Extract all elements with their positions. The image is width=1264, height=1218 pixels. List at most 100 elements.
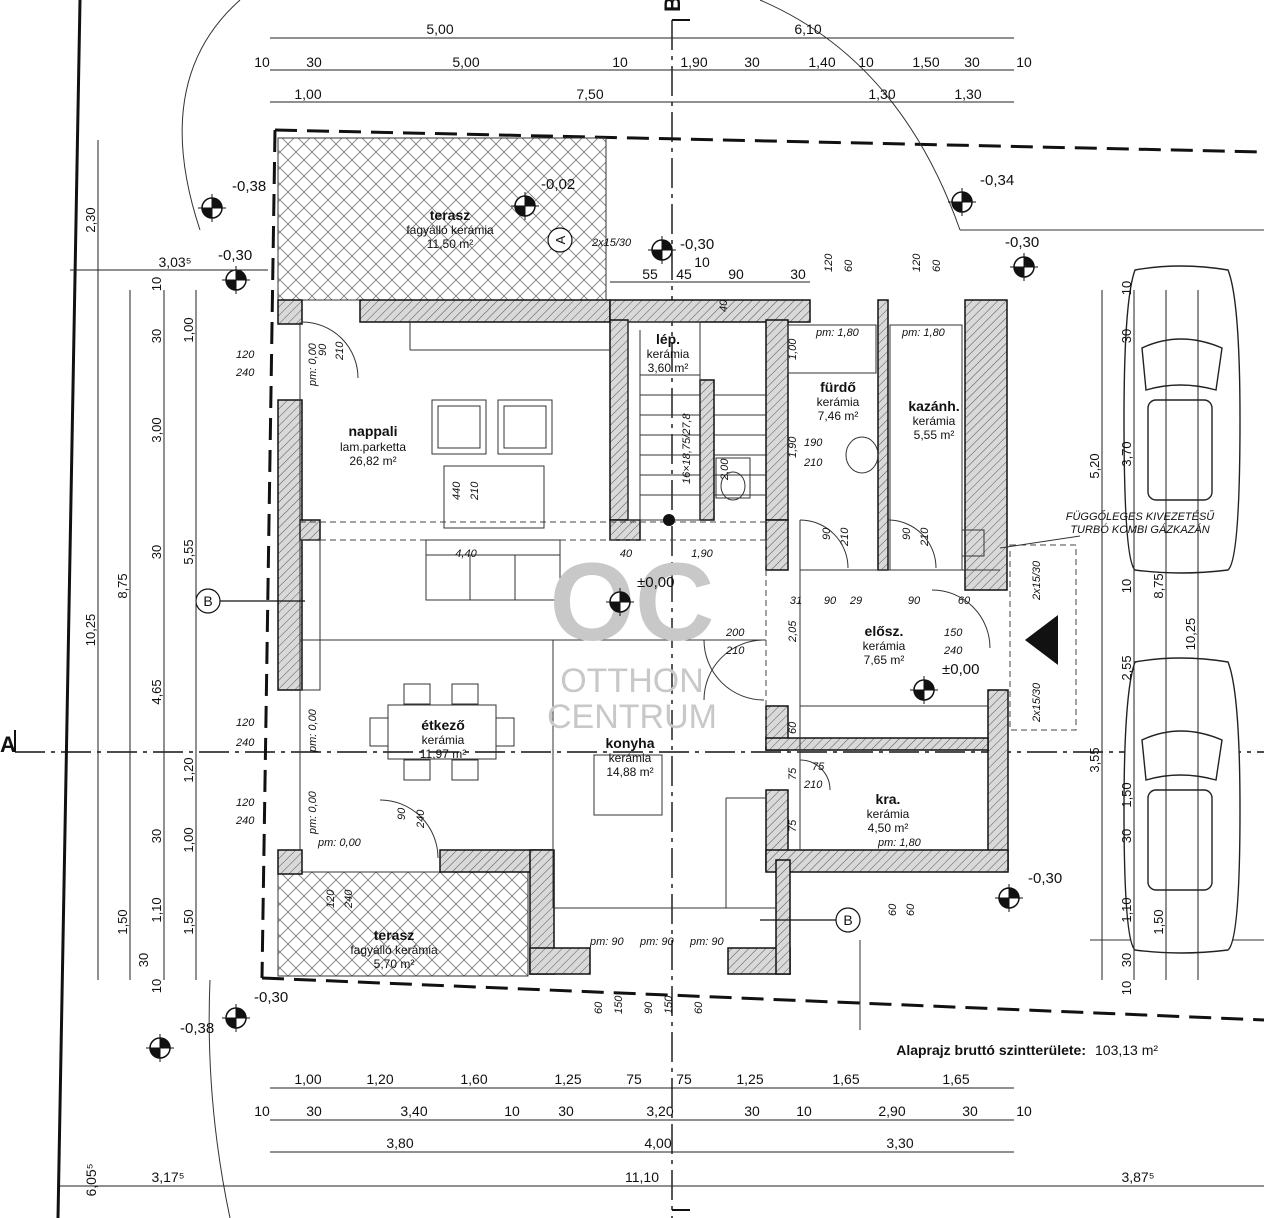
dims-bottom: 1,00 1,20 1,60 1,25 75 75 1,25 1,65 1,65… <box>60 1071 1264 1197</box>
dim-label: 60 <box>958 595 971 607</box>
dim-label: 30 <box>1119 829 1134 843</box>
dim-label: 240 <box>235 367 255 379</box>
dim-label: 10 <box>858 54 874 70</box>
section-axes <box>14 19 1264 1218</box>
pm-label: pm: 0,00 <box>307 342 319 387</box>
dim-label: 1,30 <box>954 86 981 102</box>
room-material: lam.parketta <box>340 440 406 454</box>
stairs <box>627 321 766 526</box>
room-material: kerámia <box>817 395 860 409</box>
dim-label: 1,90 <box>787 436 799 458</box>
level-label: -0,38 <box>180 1020 214 1037</box>
dim-label: 40 <box>718 299 730 312</box>
vent-label: 2x15/30 <box>591 237 632 249</box>
dim-label: 1,00 <box>294 1071 321 1087</box>
room-name: étkező <box>421 717 465 733</box>
pm-label: pm: 0,00 <box>317 837 362 849</box>
dim-label: 10 <box>1016 1103 1032 1119</box>
dim-label: 2,55 <box>1119 655 1134 680</box>
dim-label: 6,10 <box>794 21 821 37</box>
dim-label: 30 <box>149 545 164 559</box>
walls <box>277 299 1009 975</box>
room-area: 7,65 m² <box>864 653 905 667</box>
level-label: -0,34 <box>980 172 1014 189</box>
dim-label: 240 <box>943 645 963 657</box>
dim-label: 30 <box>962 1103 978 1119</box>
dim-label: 1,60 <box>460 1071 487 1087</box>
section-marker-a: A <box>553 235 568 244</box>
pm-label: pm: 1,80 <box>815 327 860 339</box>
dim-label: 4,40 <box>455 548 477 560</box>
vent-label: 2x15/30 <box>1031 560 1043 601</box>
dim-label: 120 <box>325 889 337 908</box>
dim-label: 3,20 <box>646 1103 673 1119</box>
dim-label: 150 <box>613 995 625 1014</box>
dim-label: 6,05⁵ <box>83 1163 99 1196</box>
room-material: kerámia <box>609 751 652 765</box>
dim-label: 10 <box>254 1103 270 1119</box>
dim-label: 75 <box>787 767 799 780</box>
section-marker-a2: A <box>0 732 16 757</box>
dim-label: 10,25 <box>83 614 98 647</box>
level-label: -0,30 <box>254 989 288 1006</box>
dim-label: 4,65 <box>149 679 164 704</box>
dims-top: 5,00 6,10 10 30 5,00 10 1,90 30 1,40 10 … <box>254 21 1032 103</box>
dim-label: 150 <box>944 627 963 639</box>
interior-lines <box>299 322 1077 909</box>
dim-label: 45 <box>676 266 692 282</box>
dim-label: 90 <box>824 595 837 607</box>
room-labels: terasz fagyálló kerámia 11,50 m² nappali… <box>340 207 960 971</box>
area-summary: Alaprajz bruttó szintterülete: 103,13 m² <box>896 1042 1158 1058</box>
dim-label: 8,75 <box>115 573 130 598</box>
dim-label: 150 <box>663 995 675 1014</box>
dim-label: 210 <box>803 457 823 469</box>
dim-label: 5,00 <box>426 21 453 37</box>
dim-label: 30 <box>964 54 980 70</box>
dim-label: 1,10 <box>149 897 164 922</box>
pm-label: pm: 0,00 <box>307 790 319 835</box>
dim-label: 10 <box>1119 579 1134 593</box>
dim-label: 11,10 <box>625 1169 659 1185</box>
dim-label: 10 <box>796 1103 812 1119</box>
interior-dims: 55 45 10 90 30 2x15/30 2x15/30 2x15/30 1… <box>235 237 1043 1014</box>
dim-label: 90 <box>317 343 329 356</box>
pm-label: pm: 1,80 <box>877 837 922 849</box>
dim-label: 1,50 <box>1151 909 1166 934</box>
dim-label: 10 <box>149 979 164 993</box>
dim-label: 10 <box>1016 54 1032 70</box>
dim-label: 2,90 <box>878 1103 905 1119</box>
dim-label: 3,70 <box>1119 441 1134 466</box>
terraces <box>277 137 607 977</box>
room-material: kerámia <box>913 414 956 428</box>
dim-label: 10 <box>612 54 628 70</box>
level-label: -0,30 <box>1005 234 1039 251</box>
dim-label: 1,90 <box>691 548 713 560</box>
dim-label: 1,00 <box>181 827 196 852</box>
room-name: lép. <box>656 331 680 347</box>
dim-label: 1,50 <box>1119 782 1134 807</box>
site-lines <box>56 0 1264 1218</box>
dim-label: 30 <box>136 953 151 967</box>
dim-label: 75 <box>676 1071 692 1087</box>
dim-label: 3,17⁵ <box>151 1169 184 1185</box>
dim-label: 200 <box>725 627 745 639</box>
dim-label: 5,00 <box>452 54 479 70</box>
dim-label: 2,05 <box>787 620 799 643</box>
dim-label: 120 <box>823 253 835 272</box>
dim-label: 120 <box>236 797 255 809</box>
dim-label: 90 <box>901 527 913 540</box>
dim-label: 60 <box>787 721 799 734</box>
dim-label: 8,75 <box>1151 573 1166 598</box>
dim-label: 3,80 <box>386 1135 413 1151</box>
dim-label: 190 <box>804 437 823 449</box>
dim-label: 90 <box>396 807 408 820</box>
furniture <box>369 399 561 781</box>
room-name: terasz <box>374 927 414 943</box>
watermark: OC OTTHON CENTRUM <box>547 541 717 736</box>
boiler-note-line1: FÜGGŐLEGES KIVEZETÉSŰ <box>1066 509 1215 523</box>
parking-cars <box>1123 265 1241 954</box>
room-material: fagyálló kerámia <box>406 223 494 237</box>
dim-label: 55 <box>642 266 658 282</box>
dim-label: 1,10 <box>1119 897 1134 922</box>
dim-label: 10 <box>254 54 270 70</box>
